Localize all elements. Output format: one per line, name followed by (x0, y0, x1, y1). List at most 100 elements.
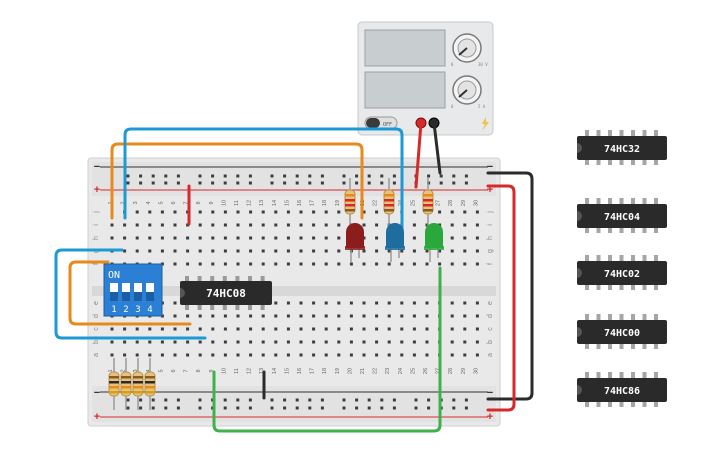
breadboard-hole[interactable] (299, 353, 303, 357)
breadboard-hole[interactable] (450, 327, 454, 331)
breadboard-hole[interactable] (438, 210, 442, 214)
breadboard-hole[interactable] (400, 353, 404, 357)
breadboard-hole[interactable] (337, 249, 341, 253)
breadboard-hole[interactable] (400, 249, 404, 253)
breadboard-hole[interactable] (299, 301, 303, 305)
breadboard-hole[interactable] (274, 249, 278, 253)
rail-hole[interactable] (211, 181, 215, 185)
breadboard-hole[interactable] (186, 353, 190, 357)
breadboard-hole[interactable] (160, 236, 164, 240)
breadboard-hole[interactable] (173, 340, 177, 344)
rail-hole[interactable] (367, 181, 371, 185)
breadboard-hole[interactable] (412, 314, 416, 318)
breadboard-hole[interactable] (173, 327, 177, 331)
breadboard-hole[interactable] (463, 210, 467, 214)
breadboard-hole[interactable] (463, 314, 467, 318)
rail-hole[interactable] (164, 181, 168, 185)
breadboard-hole[interactable] (450, 301, 454, 305)
breadboard-hole[interactable] (123, 340, 127, 344)
rail-hole[interactable] (342, 174, 346, 178)
breadboard-hole[interactable] (387, 262, 391, 266)
breadboard-hole[interactable] (362, 340, 366, 344)
voltage-knob[interactable] (452, 33, 482, 63)
resistor-blue-led[interactable] (383, 178, 395, 226)
breadboard-hole[interactable] (198, 340, 202, 344)
breadboard-hole[interactable] (186, 262, 190, 266)
breadboard-hole[interactable] (186, 236, 190, 240)
breadboard-hole[interactable] (261, 223, 265, 227)
breadboard-hole[interactable] (249, 327, 253, 331)
breadboard-hole[interactable] (349, 327, 353, 331)
breadboard-hole[interactable] (198, 223, 202, 227)
orange-wire-dip-loop[interactable] (68, 260, 192, 326)
rail-hole[interactable] (427, 398, 431, 402)
breadboard-hole[interactable] (349, 314, 353, 318)
breadboard-hole[interactable] (349, 301, 353, 305)
breadboard-hole[interactable] (475, 327, 479, 331)
breadboard-hole[interactable] (463, 262, 467, 266)
breadboard-hole[interactable] (286, 353, 290, 357)
breadboard-hole[interactable] (312, 236, 316, 240)
pulldown-resistor-3[interactable] (132, 358, 144, 410)
breadboard-hole[interactable] (261, 210, 265, 214)
rail-hole[interactable] (464, 406, 468, 410)
breadboard-hole[interactable] (450, 314, 454, 318)
breadboard-hole[interactable] (412, 353, 416, 357)
rail-hole[interactable] (283, 181, 287, 185)
breadboard-hole[interactable] (400, 340, 404, 344)
breadboard-hole[interactable] (261, 262, 265, 266)
rail-hole[interactable] (452, 398, 456, 402)
breadboard-hole[interactable] (249, 353, 253, 357)
rail-hole[interactable] (126, 398, 130, 402)
rail-hole[interactable] (176, 398, 180, 402)
breadboard-hole[interactable] (148, 236, 152, 240)
breadboard-hole[interactable] (236, 327, 240, 331)
breadboard-hole[interactable] (236, 340, 240, 344)
breadboard-hole[interactable] (400, 301, 404, 305)
pulldown-resistor-2[interactable] (120, 358, 132, 410)
breadboard-hole[interactable] (362, 301, 366, 305)
rail-hole[interactable] (164, 174, 168, 178)
breadboard-hole[interactable] (425, 353, 429, 357)
breadboard-hole[interactable] (286, 301, 290, 305)
resistor-green-led[interactable] (422, 178, 434, 226)
breadboard-hole[interactable] (412, 236, 416, 240)
breadboard-hole[interactable] (123, 236, 127, 240)
breadboard-hole[interactable] (261, 327, 265, 331)
rail-hole[interactable] (198, 181, 202, 185)
breadboard-hole[interactable] (148, 340, 152, 344)
pulldown-resistor-1[interactable] (108, 358, 120, 410)
breadboard-hole[interactable] (450, 236, 454, 240)
breadboard-hole[interactable] (337, 327, 341, 331)
breadboard-hole[interactable] (463, 223, 467, 227)
breadboard-hole[interactable] (236, 236, 240, 240)
rail-hole[interactable] (414, 406, 418, 410)
breadboard-hole[interactable] (186, 327, 190, 331)
breadboard-hole[interactable] (387, 353, 391, 357)
breadboard-hole[interactable] (198, 314, 202, 318)
breadboard-hole[interactable] (286, 314, 290, 318)
breadboard-hole[interactable] (375, 262, 379, 266)
blue-wire-top[interactable] (123, 127, 404, 240)
breadboard-hole[interactable] (198, 249, 202, 253)
rail-hole[interactable] (452, 181, 456, 185)
blue-led[interactable] (385, 223, 405, 262)
breadboard-hole[interactable] (375, 340, 379, 344)
chip-74hc08[interactable]: 74HC08 (180, 276, 272, 310)
breadboard-hole[interactable] (425, 327, 429, 331)
breadboard-hole[interactable] (412, 262, 416, 266)
breadboard-hole[interactable] (249, 314, 253, 318)
rail-hole[interactable] (236, 398, 240, 402)
rail-hole[interactable] (295, 181, 299, 185)
rail-hole[interactable] (367, 174, 371, 178)
breadboard-hole[interactable] (475, 314, 479, 318)
breadboard-hole[interactable] (211, 223, 215, 227)
rail-hole[interactable] (139, 398, 143, 402)
breadboard-hole[interactable] (249, 340, 253, 344)
power-switch[interactable]: OFF (364, 116, 398, 130)
current-knob[interactable] (452, 75, 482, 105)
breadboard-hole[interactable] (223, 210, 227, 214)
rail-hole[interactable] (198, 398, 202, 402)
